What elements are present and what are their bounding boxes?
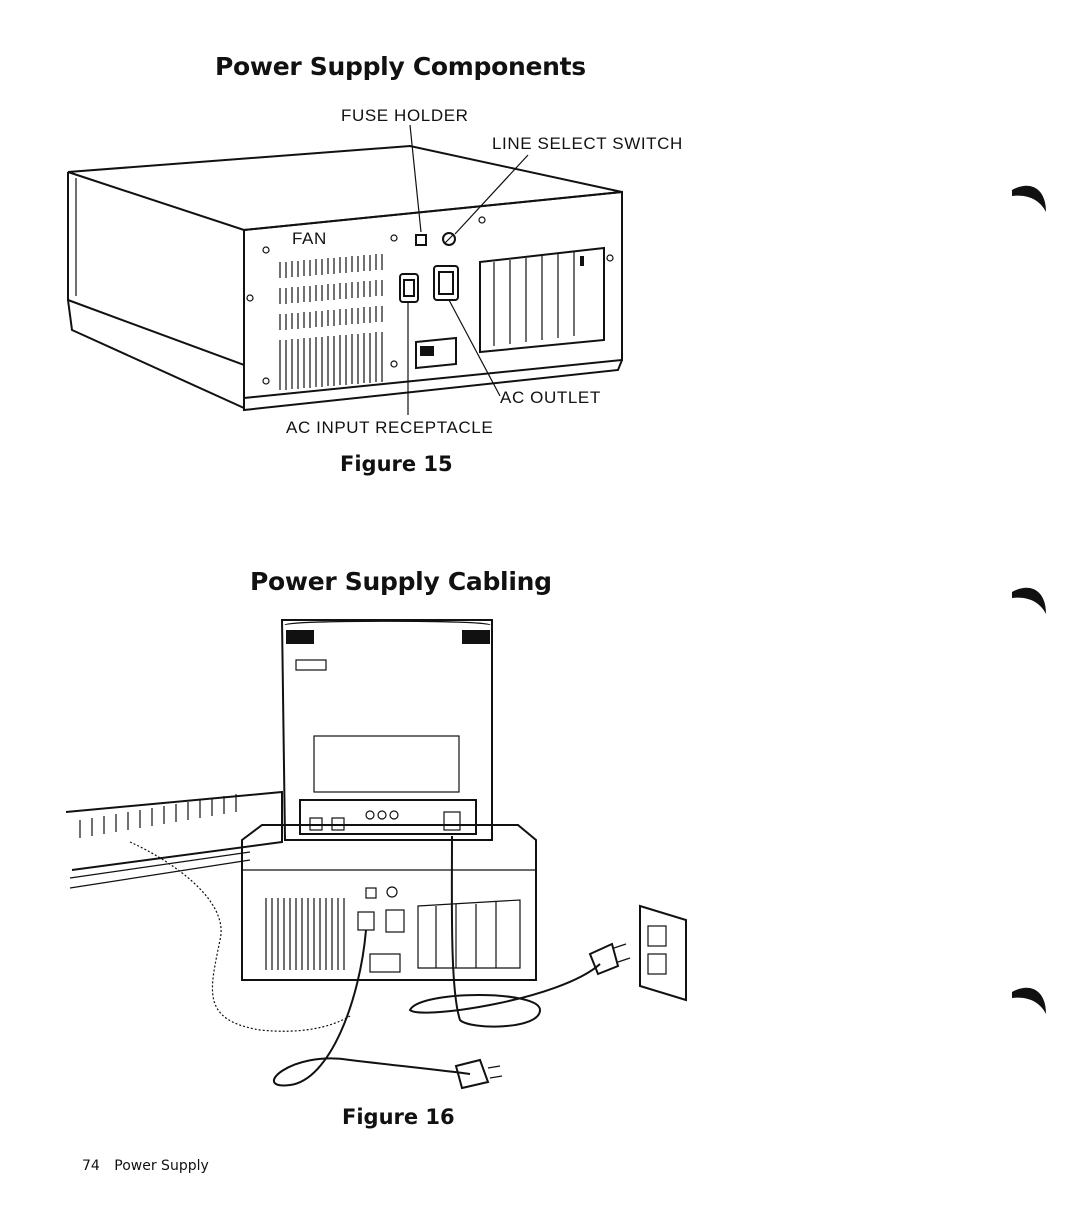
footer-section: Power Supply (114, 1158, 209, 1174)
page-footer: 74 Power Supply (82, 1158, 209, 1174)
page-number: 74 (82, 1158, 100, 1174)
